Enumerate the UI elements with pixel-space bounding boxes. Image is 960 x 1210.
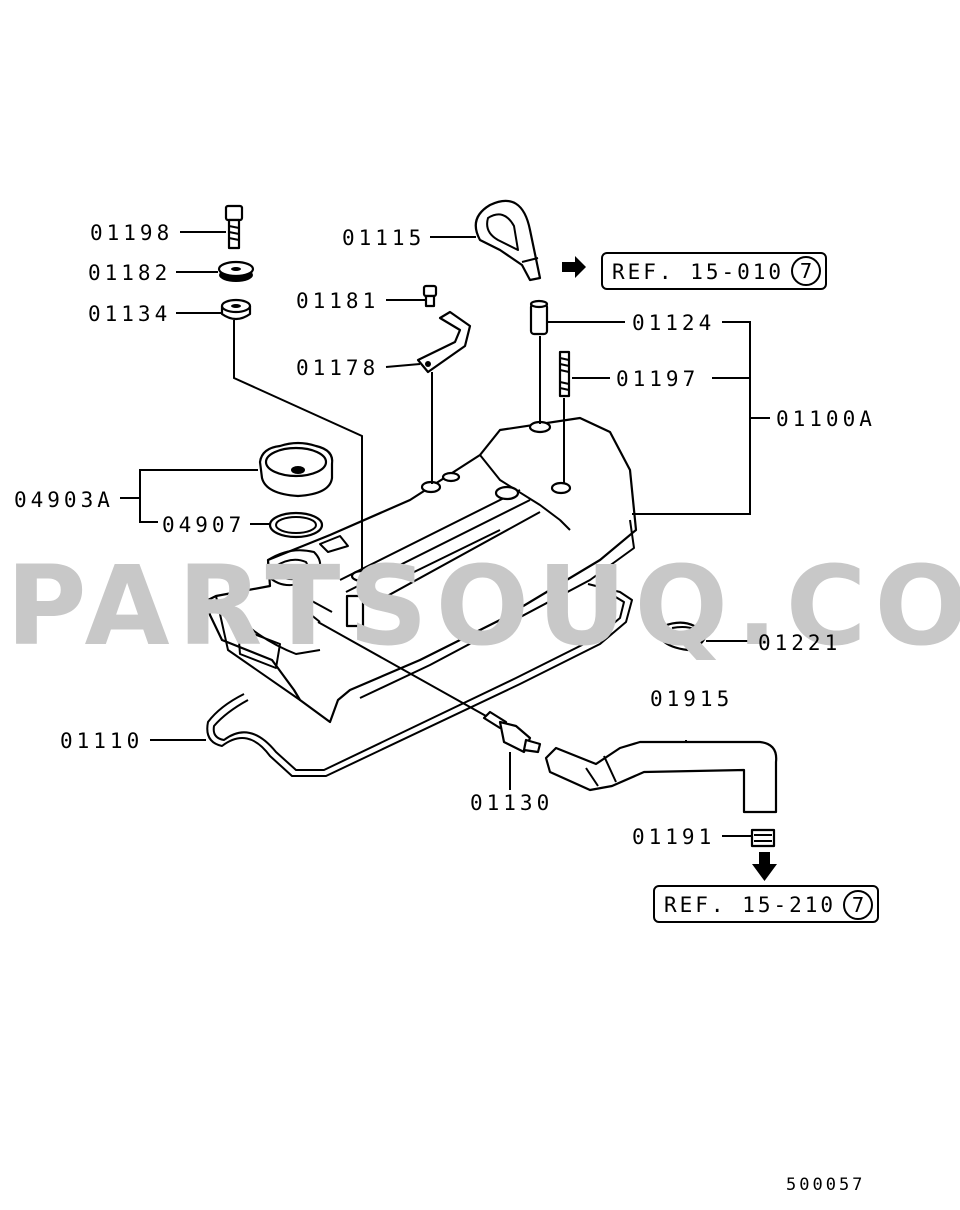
diagram-code: 500057 — [786, 1175, 865, 1195]
pcv-valve-01130-drawing — [482, 710, 542, 754]
part-label-04907[interactable]: 04907 — [162, 513, 245, 537]
arrow-right-icon — [562, 256, 586, 278]
part-label-04903A[interactable]: 04903A — [14, 488, 114, 512]
part-label-01182[interactable]: 01182 — [88, 261, 171, 285]
circle-number: 7 — [852, 893, 865, 917]
part-label-01130[interactable]: 01130 — [470, 791, 553, 815]
hose-01915-drawing — [544, 740, 778, 814]
part-label-01100A[interactable]: 01100A — [776, 407, 876, 431]
bolt-01181-drawing — [422, 284, 438, 308]
rocker-cover-01100A-drawing — [206, 416, 638, 724]
bracket-01178-drawing — [416, 310, 472, 374]
bolt-01198-drawing — [224, 204, 244, 250]
o-ring-04907-drawing — [268, 511, 324, 539]
part-label-01191[interactable]: 01191 — [632, 825, 715, 849]
seal-01221-drawing — [660, 621, 708, 652]
part-label-01221[interactable]: 01221 — [758, 631, 841, 655]
pipe-01124-drawing — [529, 299, 549, 336]
part-label-01197[interactable]: 01197 — [616, 367, 699, 391]
part-label-01915[interactable]: 01915 — [650, 687, 733, 711]
hose-01115-drawing — [474, 199, 542, 282]
watermark-text: PARTSOUQ.COM — [6, 542, 960, 670]
part-label-01178[interactable]: 01178 — [296, 356, 379, 380]
ref-text: REF. 15-010 — [612, 260, 784, 284]
part-label-01134[interactable]: 01134 — [88, 302, 171, 326]
part-label-01110[interactable]: 01110 — [60, 729, 143, 753]
washer-01182-drawing — [217, 260, 255, 282]
leader-lines — [120, 231, 770, 837]
part-label-01124[interactable]: 01124 — [632, 311, 715, 335]
arrow-down-icon — [752, 852, 777, 881]
part-label-01181[interactable]: 01181 — [296, 289, 379, 313]
oil-cap-04903A-drawing — [258, 441, 334, 498]
clamp-01191-drawing — [750, 828, 776, 848]
stud-01197-drawing — [558, 350, 571, 398]
circle-number: 7 — [800, 259, 813, 283]
part-label-01198[interactable]: 01198 — [90, 221, 173, 245]
ref-text: REF. 15-210 — [664, 893, 836, 917]
grommet-01134-drawing — [220, 298, 252, 321]
ref-box-15-010[interactable]: REF. 15-010 7 — [601, 252, 827, 290]
circle-badge — [791, 256, 821, 286]
circle-badge — [843, 890, 873, 920]
part-label-01115[interactable]: 01115 — [342, 226, 425, 250]
part-labels[interactable]: 01198 01182 01134 01115 01181 01178 0112… — [14, 221, 876, 849]
ref-box-15-210[interactable]: REF. 15-210 7 — [653, 885, 879, 923]
gasket-01110-drawing — [206, 583, 633, 777]
